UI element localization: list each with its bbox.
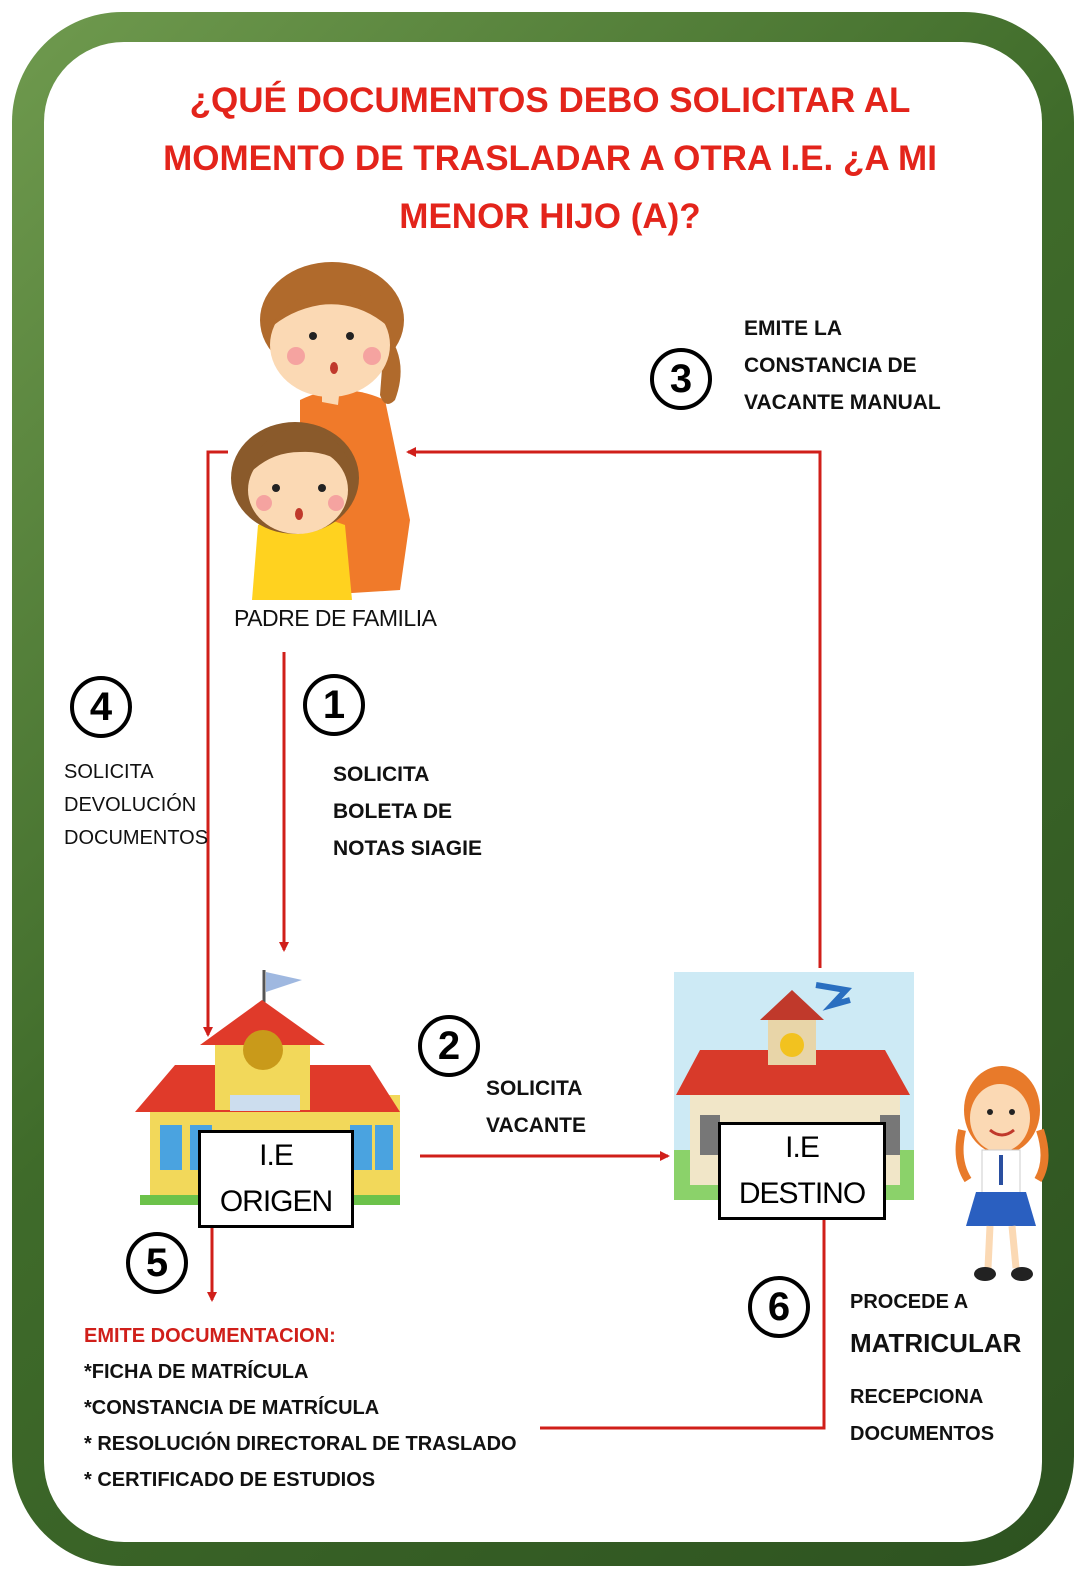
destination-school-label: I.E DESTINO [718, 1122, 886, 1220]
step-1-badge: 1 [303, 674, 365, 736]
page-title: ¿QUÉ DOCUMENTOS DEBO SOLICITAR AL MOMENT… [140, 72, 960, 246]
step-5-line: *CONSTANCIA DE MATRÍCULA [84, 1397, 380, 1419]
step-2-text: SOLICITA VACANTE [486, 1070, 586, 1144]
step-5-line: *FICHA DE MATRÍCULA [84, 1361, 309, 1383]
step-1-line: SOLICITA [333, 763, 430, 786]
step-6-badge: 6 [748, 1276, 810, 1338]
title-line-3: MENOR HIJO (A)? [399, 197, 701, 236]
step-2-line: VACANTE [486, 1114, 586, 1137]
arrow-step-6 [540, 1206, 829, 1430]
step-5-badge: 5 [126, 1232, 188, 1294]
step-6-line: RECEPCIONA [850, 1386, 984, 1408]
arrow-step-3 [406, 447, 822, 968]
student-girl-illustration [955, 1066, 1049, 1281]
step-4-line: DOCUMENTOS [64, 827, 209, 849]
step-6-line: DOCUMENTOS [850, 1423, 995, 1445]
step-2-badge: 2 [418, 1015, 480, 1077]
step-1-line: BOLETA DE [333, 800, 452, 823]
origin-school-label: I.E ORIGEN [198, 1130, 354, 1228]
step-4-line: SOLICITA [64, 761, 154, 783]
step-6-spacer [850, 1365, 1021, 1379]
step-5-text: EMITE DOCUMENTACION: *FICHA DE MATRÍCULA… [84, 1318, 517, 1498]
step-1-text: SOLICITA BOLETA DE NOTAS SIAGIE [333, 756, 482, 867]
title-line-1: ¿QUÉ DOCUMENTOS DEBO SOLICITAR AL [189, 81, 911, 120]
step-2-line: SOLICITA [486, 1077, 583, 1100]
step-4-text: SOLICITA DEVOLUCIÓN DOCUMENTOS [64, 756, 208, 855]
title-line-2: MOMENTO DE TRASLADAR A OTRA I.E. ¿A MI [163, 139, 937, 178]
step-3-text: EMITE LA CONSTANCIA DE VACANTE MANUAL [744, 310, 941, 421]
parent-illustration [231, 262, 410, 600]
step-3-line: EMITE LA [744, 317, 842, 340]
step-4-badge: 4 [70, 676, 132, 738]
step-5-heading: EMITE DOCUMENTACION: [84, 1325, 336, 1347]
arrow-step-4 [203, 450, 228, 1037]
step-4-line: DEVOLUCIÓN [64, 794, 197, 816]
step-3-badge: 3 [650, 348, 712, 410]
step-3-line: CONSTANCIA DE [744, 354, 917, 377]
step-1-line: NOTAS SIAGIE [333, 837, 482, 860]
flow-arrows [203, 447, 829, 1430]
step-5-line: * CERTIFICADO DE ESTUDIOS [84, 1469, 376, 1491]
step-3-line: VACANTE MANUAL [744, 391, 941, 414]
step-6-text: PROCEDE A MATRICULAR RECEPCIONA DOCUMENT… [850, 1284, 1021, 1453]
step-6-emphasis: MATRICULAR [850, 1328, 1022, 1358]
step-5-line: * RESOLUCIÓN DIRECTORAL DE TRASLADO [84, 1433, 517, 1455]
parent-label: PADRE DE FAMILIA [234, 605, 437, 631]
step-6-line: PROCEDE A [850, 1291, 969, 1313]
